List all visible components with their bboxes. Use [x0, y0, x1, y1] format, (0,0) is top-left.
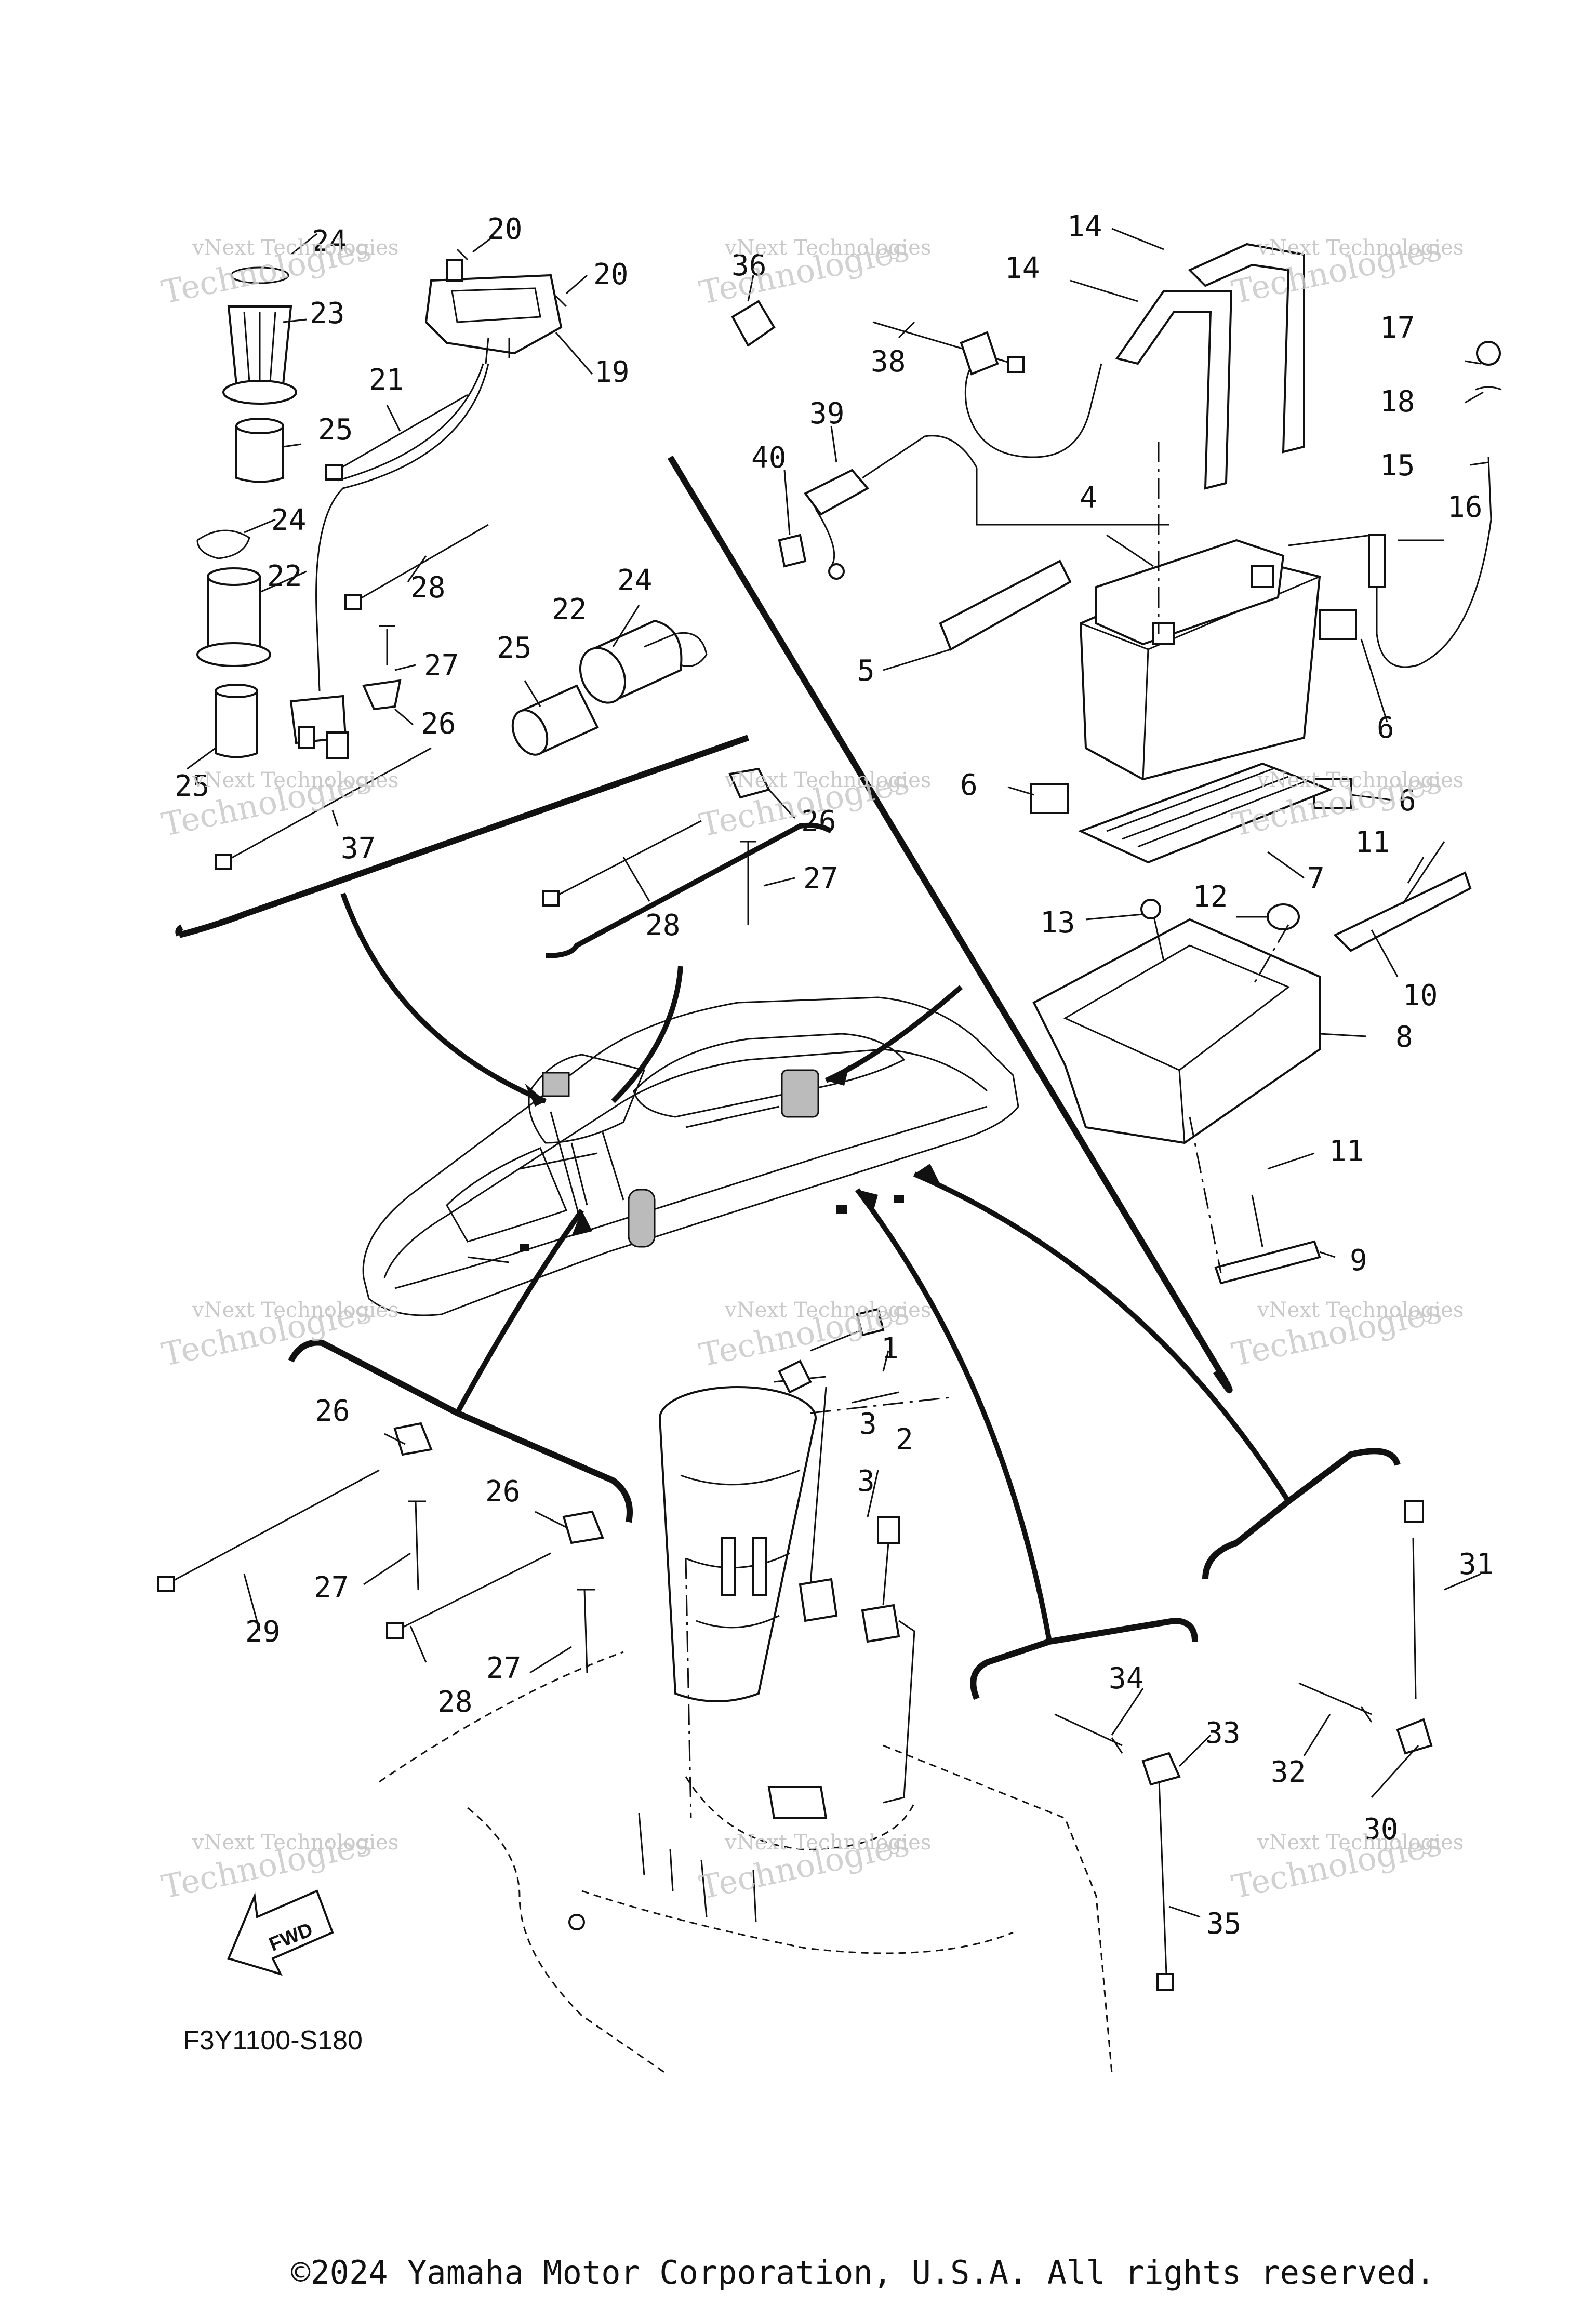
fuel-pump-group [379, 1308, 1113, 2074]
callout-38: 38 [871, 345, 906, 379]
callout-33: 33 [1205, 1716, 1240, 1750]
cable-ties [157, 321, 1424, 1991]
callout-24-c: 24 [617, 564, 652, 597]
callout-28-c: 28 [437, 1685, 472, 1719]
callouts: 24 23 25 24 22 25 20 20 19 21 28 27 26 3… [175, 210, 1494, 1941]
callout-2: 2 [896, 1423, 913, 1457]
callout-27-c: 27 [314, 1571, 349, 1605]
filler-parts-group [196, 248, 708, 759]
watermark-text: vNext Technologies [1257, 1831, 1464, 1855]
callout-6-a: 6 [1377, 711, 1394, 745]
callout-12: 12 [1193, 880, 1228, 914]
callout-22-b: 22 [552, 593, 587, 627]
callout-37: 37 [341, 832, 376, 865]
callout-26-a: 26 [421, 707, 456, 741]
callout-3-b: 3 [857, 1464, 875, 1498]
callout-15: 15 [1380, 449, 1415, 483]
callout-17: 17 [1380, 311, 1415, 345]
callout-27-b: 27 [803, 862, 838, 896]
callout-34: 34 [1109, 1662, 1143, 1696]
callout-1: 1 [881, 1332, 899, 1366]
callout-31: 31 [1459, 1548, 1494, 1581]
callout-25-c: 25 [497, 631, 531, 665]
callout-26-b: 26 [801, 805, 836, 838]
group-brackets [175, 455, 1401, 1700]
callout-24-a: 24 [312, 224, 347, 258]
callout-14-a: 14 [1067, 210, 1102, 244]
watermark-text: vNext Technologies [192, 1298, 398, 1322]
callout-26-d: 26 [485, 1475, 520, 1509]
callout-40: 40 [751, 441, 786, 475]
callout-35: 35 [1206, 1907, 1241, 1941]
callout-21: 21 [369, 363, 404, 397]
callout-5: 5 [857, 654, 875, 688]
figure-code: F3Y1100-S180 [183, 2025, 363, 2056]
sensor-parts-group [731, 300, 1169, 580]
callout-3-a: 3 [859, 1407, 877, 1441]
watermark-text: vNext Technologies [1257, 768, 1464, 792]
copyright-notice: ©2024 Yamaha Motor Corporation, U.S.A. A… [291, 2254, 1435, 2291]
callout-22-a: 22 [267, 559, 302, 593]
callout-28-b: 28 [645, 909, 680, 942]
watermark-text: vNext Technologies [1257, 1298, 1464, 1322]
callout-9: 9 [1350, 1244, 1367, 1277]
watermark-text: vNext Technologies [192, 236, 398, 260]
watermark-text: vNext Technologies [1257, 236, 1464, 260]
callout-11-b: 11 [1329, 1135, 1364, 1168]
callout-27-d: 27 [486, 1651, 521, 1685]
callout-8: 8 [1395, 1020, 1413, 1054]
leader-lines [187, 228, 1489, 1918]
callout-14-b: 14 [1005, 251, 1040, 285]
callout-19: 19 [594, 355, 629, 389]
callout-29: 29 [245, 1615, 280, 1649]
callout-7: 7 [1307, 862, 1325, 896]
watermark-text: vNext Technologies [724, 236, 931, 260]
callout-32: 32 [1271, 1755, 1306, 1789]
watermark-text: vNext Technologies [724, 768, 931, 792]
callout-20-b: 20 [593, 258, 628, 291]
callout-16: 16 [1447, 490, 1482, 524]
callout-28-a: 28 [410, 571, 445, 605]
callout-18: 18 [1380, 385, 1415, 419]
watermark-text: vNext Technologies [192, 1831, 398, 1855]
watermark-text: vNext Technologies [724, 1831, 931, 1855]
callout-36: 36 [732, 249, 766, 283]
callout-4: 4 [1080, 481, 1097, 515]
watermark-text: vNext Technologies [724, 1298, 931, 1322]
callout-25-a: 25 [318, 413, 353, 447]
callout-30: 30 [1363, 1812, 1398, 1846]
callout-25-b: 25 [175, 769, 209, 803]
callout-39: 39 [809, 397, 844, 431]
callout-24-b: 24 [271, 503, 306, 537]
callout-23: 23 [310, 297, 344, 330]
callout-11-a: 11 [1355, 825, 1390, 859]
watermark-text: vNext Technologies [192, 768, 398, 792]
callout-6-c: 6 [1399, 784, 1416, 818]
callout-20-a: 20 [487, 212, 522, 246]
callout-26-c: 26 [315, 1394, 350, 1428]
watercraft-illustration [362, 996, 1019, 1316]
callout-6-b: 6 [960, 768, 978, 802]
callout-27-a: 27 [424, 649, 459, 683]
fwd-arrow: FWD [227, 1889, 334, 1976]
callout-13: 13 [1040, 906, 1075, 940]
battery-group [939, 243, 1502, 1285]
callout-10: 10 [1403, 979, 1438, 1012]
